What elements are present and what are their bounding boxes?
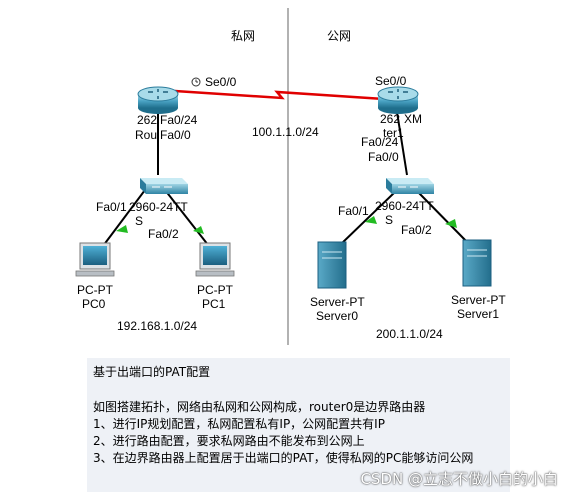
note-line-4: 3、在边界路由器上配置居于出端口的PAT，使得私网的PC能够访问公网 [93,451,474,465]
note-line-3: 2、进行路由配置，要求私网路由不能发布到公网上 [93,434,365,448]
switch1-port-right-label: Fa0/2 [401,223,432,237]
router0-fa-lower-label: Fa0/0 [160,128,191,142]
link-switch0-pc0[interactable] [99,189,146,251]
wan-serial-link[interactable] [174,89,384,101]
note-title: 基于出端口的PAT配置 [93,365,211,379]
port-indicator-server0 [365,216,377,224]
server1-icon[interactable] [462,239,492,287]
public-lan-subnet-label: 200.1.1.0/24 [376,327,443,341]
public-zone-label: 公网 [327,29,352,43]
clock-icon [191,77,201,87]
wan-subnet-label: 100.1.1.0/24 [252,125,319,139]
server1-name-label: Server1 [457,307,500,321]
router1-fa-upper-label: Fa0/24 [361,135,399,149]
note-line-2: 1、进行IP规划配置，私网配置私有IP，公网配置共有IP [93,417,385,431]
pc0-type-label: PC-PT [77,283,113,297]
switch1-name-label: S [385,213,394,227]
switch0-name-label: S [135,214,144,228]
link-router1-switch1[interactable] [396,111,408,176]
pc1-icon[interactable] [195,242,235,277]
router0-name-label: Rou [135,128,158,142]
pc1-type-label: PC-PT [197,283,233,297]
switch1-port-left-label: Fa0/1 [338,204,369,218]
router0-fa-upper-label: Fa0/24 [160,113,198,127]
router1-serial-label: Se0/0 [375,74,407,88]
router0-icon[interactable] [137,86,179,114]
router1-name-label: ter1 [383,126,404,140]
port-indicator-pc0 [116,225,128,233]
router1-fa-lower-label: Fa0/0 [368,150,399,164]
server0-type-label: Server-PT [310,295,365,309]
router0-serial-label: Se0/0 [205,75,237,89]
switch0-icon[interactable] [140,178,188,194]
router1-icon[interactable] [377,86,419,114]
switch0-model-label: 2960-24TT [129,200,188,214]
link-switch1-server1[interactable] [417,191,471,246]
pc0-icon[interactable] [75,242,115,277]
router0-model-label: 262 [137,113,158,127]
description-note: 基于出端口的PAT配置 如图搭建拓扑，网络由私网和公网构成，router0是边界… [87,358,510,492]
switch0-port-left-label: Fa0/1 [96,200,127,214]
server0-icon[interactable] [317,241,347,289]
csdn-watermark: CSDN @立志不做小白的小白 [360,470,558,488]
pc1-name-label: PC1 [202,297,226,311]
private-lan-subnet-label: 192.168.1.0/24 [117,319,198,333]
private-zone-label: 私网 [231,29,256,43]
port-indicator-pc1 [193,226,204,234]
port-indicator-server1 [445,219,457,228]
pc0-name-label: PC0 [82,297,106,311]
switch1-model-label: 2960-24TT [375,199,434,213]
server1-type-label: Server-PT [451,293,506,307]
network-topology [75,8,492,345]
link-switch1-server0[interactable] [339,191,396,246]
note-line-1: 如图搭建拓扑，网络由私网和公网构成，router0是边界路由器 [93,400,426,414]
link-switch0-pc1[interactable] [164,189,213,251]
server0-name-label: Server0 [316,309,359,323]
switch1-icon[interactable] [386,178,434,194]
switch0-port-right-label: Fa0/2 [148,227,179,241]
